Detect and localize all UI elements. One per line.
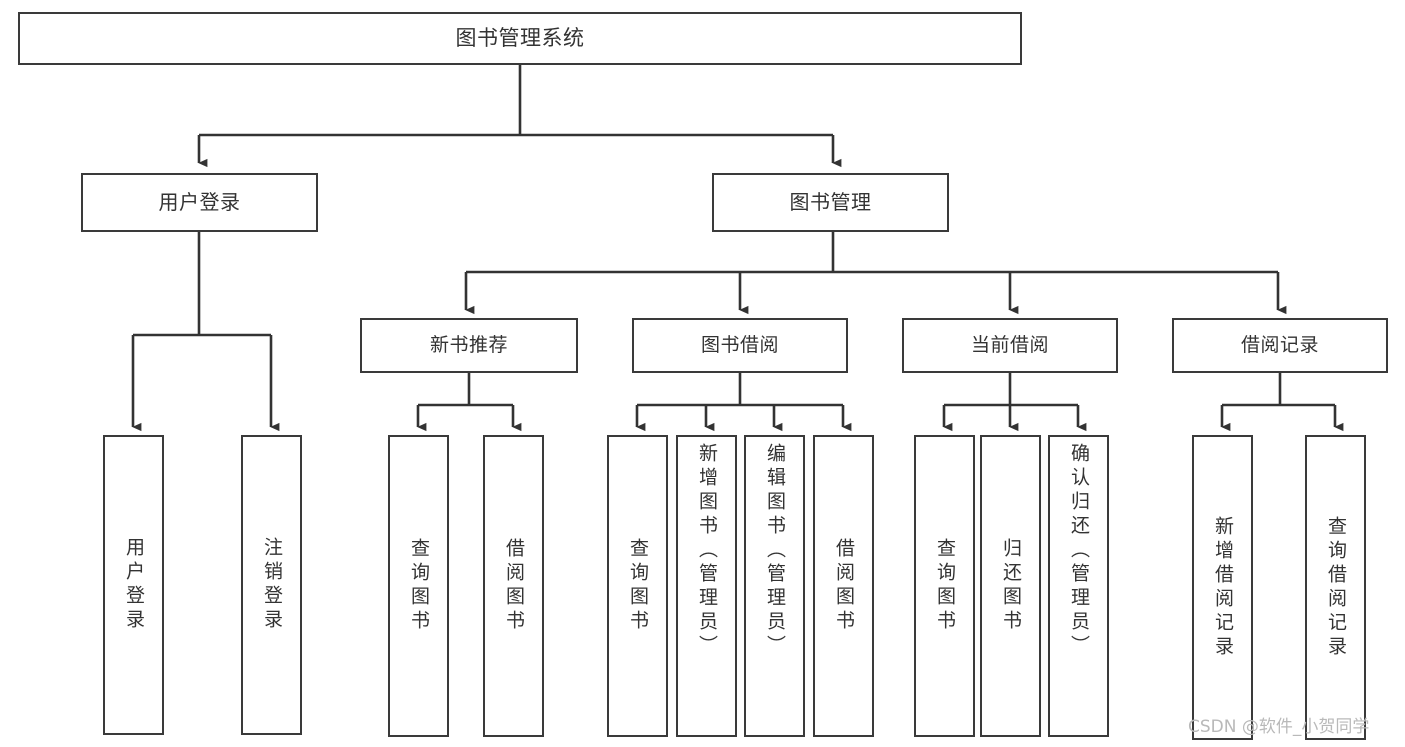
node-label: 查询借阅记录: [1325, 515, 1347, 660]
node-label: 确认归还（管理员）: [1068, 443, 1090, 659]
node-book-borrowing[interactable]: 图书借阅: [632, 318, 848, 373]
node-label: 查询图书: [408, 538, 430, 634]
leaf-user-login-signout[interactable]: 注销登录: [241, 435, 302, 735]
node-label: 归还图书: [1000, 538, 1022, 634]
node-label: 图书借阅: [700, 334, 779, 357]
node-book-management[interactable]: 图书管理: [712, 173, 949, 232]
node-label: 用户登录: [123, 537, 145, 633]
node-label: 当前借阅: [970, 334, 1049, 357]
node-new-book-recommendation[interactable]: 新书推荐: [360, 318, 578, 373]
node-label: 借阅图书: [503, 538, 525, 634]
leaf-recommend-query-book[interactable]: 查询图书: [388, 435, 449, 737]
node-root-book-management-system[interactable]: 图书管理系统: [18, 12, 1022, 65]
leaf-current-query-book[interactable]: 查询图书: [914, 435, 975, 737]
leaf-user-login-signin[interactable]: 用户登录: [103, 435, 164, 735]
leaf-borrow-borrow-book[interactable]: 借阅图书: [813, 435, 874, 737]
leaf-borrow-edit-book-admin[interactable]: 编辑图书（管理员）: [744, 435, 805, 737]
node-label: 图书管理: [789, 189, 872, 214]
leaf-recommend-borrow-book[interactable]: 借阅图书: [483, 435, 544, 737]
node-label: 用户登录: [158, 189, 241, 214]
node-borrowing-record[interactable]: 借阅记录: [1172, 318, 1388, 373]
node-label: 新增图书（管理员）: [696, 443, 718, 659]
node-label: 借阅记录: [1240, 334, 1319, 357]
node-label: 注销登录: [261, 537, 283, 633]
leaf-current-confirm-return-admin[interactable]: 确认归还（管理员）: [1048, 435, 1109, 737]
node-label: 编辑图书（管理员）: [764, 443, 786, 659]
leaf-borrow-query-book[interactable]: 查询图书: [607, 435, 668, 737]
node-label: 查询图书: [627, 538, 649, 634]
leaf-record-query-record[interactable]: 查询借阅记录: [1305, 435, 1366, 740]
node-user-login[interactable]: 用户登录: [81, 173, 318, 232]
leaf-current-return-book[interactable]: 归还图书: [980, 435, 1041, 737]
csdn-watermark: CSDN @软件_小贺同学: [1188, 717, 1370, 737]
node-label: 图书管理系统: [455, 26, 585, 51]
leaf-borrow-add-book-admin[interactable]: 新增图书（管理员）: [676, 435, 737, 737]
node-label: 借阅图书: [833, 538, 855, 634]
node-label: 查询图书: [934, 538, 956, 634]
node-label: 新书推荐: [429, 334, 508, 357]
node-current-borrowing[interactable]: 当前借阅: [902, 318, 1118, 373]
node-label: 新增借阅记录: [1212, 515, 1234, 660]
leaf-record-add-record[interactable]: 新增借阅记录: [1192, 435, 1253, 740]
